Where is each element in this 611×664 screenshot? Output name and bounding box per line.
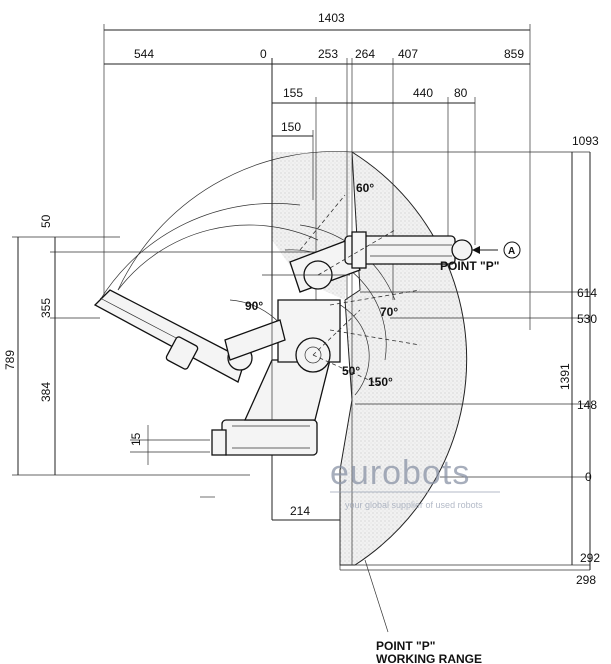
robot-arm <box>93 194 473 420</box>
dim-440: 440 <box>413 86 433 100</box>
dim-148: 148 <box>577 398 597 412</box>
dim-214: 214 <box>290 504 310 518</box>
eurobots-watermark: eurobots your global supplier of used ro… <box>330 454 500 510</box>
dim-292: 292 <box>580 551 600 565</box>
bottom-dimension <box>200 470 341 570</box>
dim-614: 614 <box>577 286 597 300</box>
dim-1403: 1403 <box>318 11 345 25</box>
dim-530: 530 <box>577 312 597 326</box>
dim-384: 384 <box>39 382 53 402</box>
dim-264: 264 <box>355 47 375 61</box>
dim-407: 407 <box>398 47 418 61</box>
dim-80: 80 <box>454 86 468 100</box>
angle-90: 90° <box>245 299 263 313</box>
top-dimensions <box>103 24 531 520</box>
dim-298: 298 <box>576 573 596 587</box>
dim-150: 150 <box>281 120 301 134</box>
robot-base <box>211 359 331 456</box>
dim-1093: 1093 <box>572 134 599 148</box>
marker-a-label: A <box>508 246 515 257</box>
right-dimensions <box>340 151 591 571</box>
dim-544: 544 <box>134 47 154 61</box>
dim-0-top: 0 <box>260 47 267 61</box>
angle-50: 50° <box>342 364 360 378</box>
working-range-leader <box>364 559 389 633</box>
dim-155: 155 <box>283 86 303 100</box>
dim-1391: 1391 <box>558 363 572 390</box>
dim-15: 15 <box>129 432 143 446</box>
angle-70: 70° <box>380 305 398 319</box>
angle-60: 60° <box>356 181 374 195</box>
watermark-brand: eurobots <box>330 454 470 492</box>
point-p-label: POINT "P" <box>440 259 499 273</box>
left-dimensions <box>12 236 340 476</box>
point-a-arrow <box>472 241 521 259</box>
dim-0-right: 0 <box>585 470 592 484</box>
dim-859: 859 <box>504 47 524 61</box>
watermark-tagline: your global supplier of used robots <box>345 500 483 510</box>
working-range-label-line1: POINT "P" <box>376 639 435 653</box>
angle-150: 150° <box>368 375 393 389</box>
dim-50: 50 <box>39 214 53 228</box>
working-range-label-line2: WORKING RANGE <box>376 652 482 664</box>
dim-355: 355 <box>39 298 53 318</box>
dim-789: 789 <box>3 350 17 370</box>
dim-253: 253 <box>318 47 338 61</box>
